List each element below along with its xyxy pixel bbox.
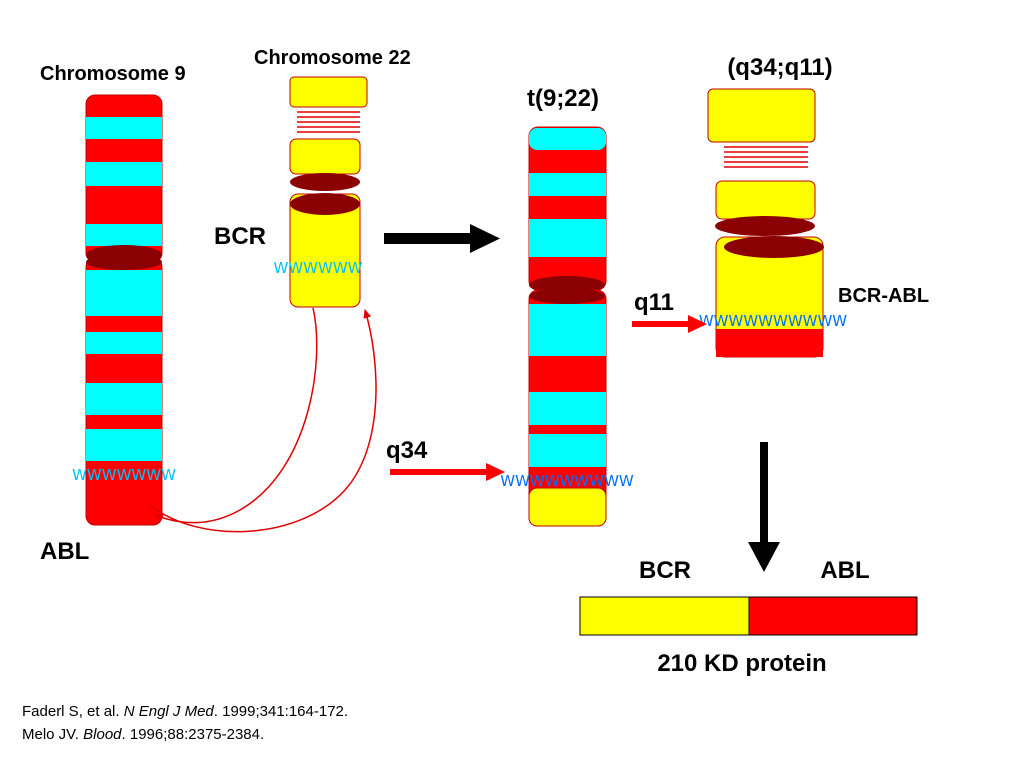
expression-arrow: [748, 442, 780, 572]
chromosome-9-label: Chromosome 9: [40, 63, 186, 85]
q34-label: q34: [386, 437, 428, 464]
der9-breakpoint-mark: WWWWWWWWW: [500, 472, 634, 490]
chromosome-9: WWWWWWW: [72, 94, 176, 526]
chromosome-22: WWWWWW: [274, 76, 368, 308]
fusion-abl-label: ABL: [820, 557, 869, 584]
abl-label: ABL: [40, 538, 89, 565]
q34-arrow: [390, 463, 505, 481]
exchange-arrow-to-chr9: [154, 307, 318, 524]
derivative-chromosome-9: WWWWWWWWW: [500, 126, 634, 527]
translocation-arrow: [384, 224, 500, 253]
reference-2: Melo JV. Blood. 1996;88:2375-2384.: [22, 726, 265, 743]
chromosome-22-label: Chromosome 22: [254, 47, 411, 69]
references: Faderl S, et al. N Engl J Med. 1999;341:…: [22, 700, 348, 746]
exchange-arrow-to-chr22: [149, 309, 377, 533]
fusion-protein-bar: [579, 596, 918, 636]
q11-arrow: [632, 315, 707, 333]
chr22-breakpoint-mark: WWWWWW: [274, 259, 363, 277]
fusion-bcr-label: BCR: [639, 557, 691, 584]
translocation-label: t(9;22): [527, 85, 599, 112]
protein-label: 210 KD protein: [657, 650, 826, 677]
chr9-breakpoint-mark: WWWWWWW: [72, 466, 176, 484]
q11-label: q11: [634, 289, 674, 316]
bcr-label: BCR: [214, 223, 266, 250]
philadelphia-chromosome: WWWWWWWWWW: [699, 88, 847, 358]
breakpoints-label: (q34;q11): [727, 54, 832, 81]
der22-breakpoint-mark: WWWWWWWWWW: [699, 312, 847, 330]
reference-1: Faderl S, et al. N Engl J Med. 1999;341:…: [22, 703, 349, 720]
bcr-abl-label: BCR-ABL: [838, 285, 929, 307]
